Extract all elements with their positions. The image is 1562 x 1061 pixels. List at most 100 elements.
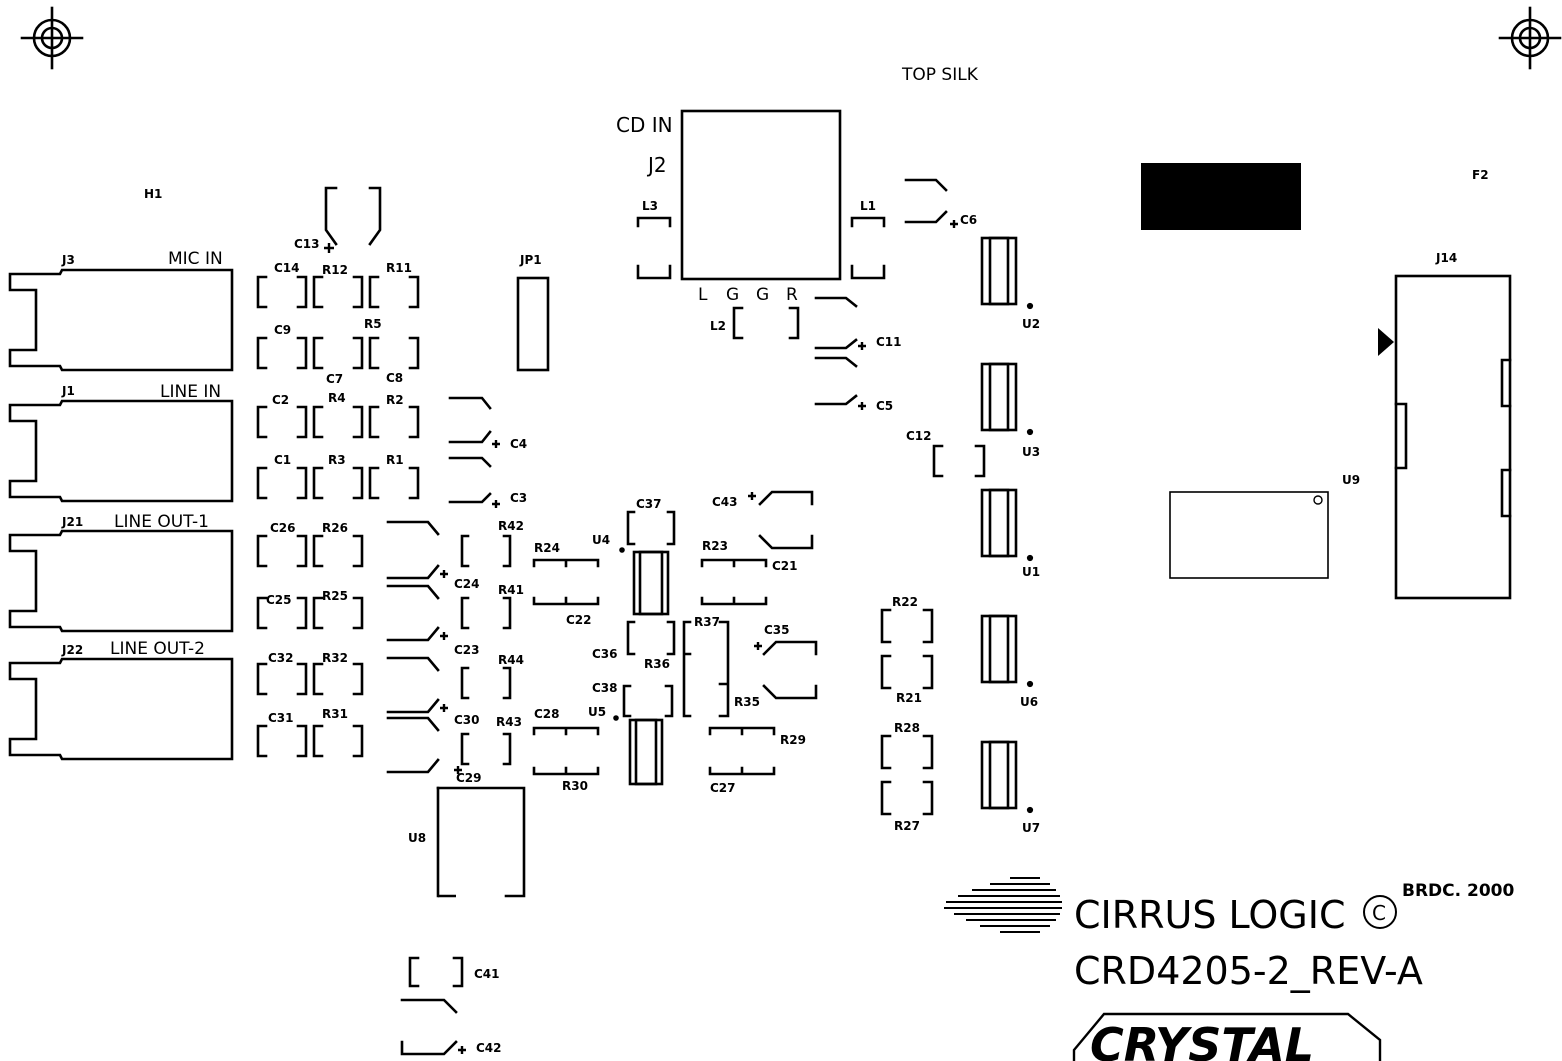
r29-ref: R29 bbox=[780, 733, 806, 747]
r23b-outline bbox=[700, 596, 768, 606]
r23-outline bbox=[700, 558, 768, 568]
c23-ref: C23 bbox=[454, 643, 480, 657]
c32-ref: C32 bbox=[268, 651, 294, 665]
c22-ref: C22 bbox=[566, 613, 592, 627]
c13-outline bbox=[324, 186, 382, 246]
l1-outline bbox=[850, 216, 886, 280]
r5-ref: R5 bbox=[364, 317, 382, 331]
r42-ref: R42 bbox=[498, 519, 524, 533]
mic-in-label: MIC IN bbox=[168, 249, 223, 269]
r21-outline bbox=[880, 654, 934, 690]
u9-ref: U9 bbox=[1342, 473, 1360, 487]
r37-outline bbox=[682, 620, 730, 718]
c5-ref: C5 bbox=[876, 399, 893, 413]
cirrus-logo-icon bbox=[944, 877, 1062, 933]
passive-grid-left bbox=[256, 275, 420, 758]
r26-ref: R26 bbox=[322, 521, 348, 535]
c38-ref: C38 bbox=[592, 681, 618, 695]
solid-silk-block bbox=[1141, 163, 1301, 230]
jp1-header bbox=[516, 276, 550, 372]
r22-outline bbox=[880, 608, 934, 644]
c24-outline bbox=[386, 520, 440, 580]
crystal-logo-icon: CRYSTAL bbox=[1072, 1012, 1382, 1061]
r24-ref: R24 bbox=[534, 541, 560, 555]
r41-outline bbox=[460, 596, 512, 630]
c35-ref: C35 bbox=[764, 623, 790, 637]
r3-ref: R3 bbox=[328, 453, 346, 467]
j22-ref: J22 bbox=[61, 643, 83, 657]
c24-ref: C24 bbox=[454, 577, 480, 591]
layer-label: TOP SILK bbox=[901, 65, 979, 85]
u7-ref: U7 bbox=[1022, 821, 1040, 835]
year-note: BRDC. 2000 bbox=[1402, 881, 1514, 901]
j3-ref: J3 bbox=[61, 253, 75, 267]
j2-ref: J2 bbox=[646, 153, 667, 177]
r23-ref: R23 bbox=[702, 539, 728, 553]
c28-ref: C28 bbox=[534, 707, 560, 721]
c30-ref: C30 bbox=[454, 713, 480, 727]
line-out-1-jack-outline bbox=[8, 529, 234, 633]
r36-ref: R36 bbox=[644, 657, 670, 671]
r22-ref: R22 bbox=[892, 595, 918, 609]
c6-outline bbox=[904, 178, 948, 224]
c42-outline bbox=[400, 998, 458, 1056]
r43-ref: R43 bbox=[496, 715, 522, 729]
r11-ref: R11 bbox=[386, 261, 412, 275]
c9-ref: C9 bbox=[274, 323, 291, 337]
c41-ref: C41 bbox=[474, 967, 500, 981]
registration-mark-icon bbox=[1498, 6, 1562, 70]
l3-ref: L3 bbox=[642, 199, 658, 213]
c3-outline bbox=[448, 456, 492, 504]
u4-ref: U4 bbox=[592, 533, 610, 547]
f2-ref: F2 bbox=[1472, 168, 1489, 182]
r12-ref: R12 bbox=[322, 263, 348, 277]
registration-mark-icon bbox=[20, 6, 84, 70]
r2-ref: R2 bbox=[386, 393, 404, 407]
line-in-jack-outline bbox=[8, 399, 234, 503]
c43-ref: C43 bbox=[712, 495, 738, 509]
c31-ref: C31 bbox=[268, 711, 294, 725]
c42-ref: C42 bbox=[476, 1041, 502, 1055]
j14-latches bbox=[1394, 358, 1512, 518]
r27-ref: R27 bbox=[894, 819, 920, 833]
u5-pin1-dot bbox=[613, 715, 619, 721]
r24-outline bbox=[532, 558, 600, 568]
r42-outline bbox=[460, 534, 512, 568]
r4-ref: R4 bbox=[328, 391, 346, 405]
u4-pin1-dot bbox=[619, 547, 625, 553]
c21-ref: C21 bbox=[772, 559, 798, 573]
c36-ref: C36 bbox=[592, 647, 618, 661]
c11-ref: C11 bbox=[876, 335, 902, 349]
u4-chip-inner bbox=[638, 550, 664, 616]
c36-outline bbox=[626, 620, 676, 656]
line-out-1-label: LINE OUT-1 bbox=[114, 512, 209, 532]
c41-outline bbox=[408, 956, 464, 988]
l1-ref: L1 bbox=[860, 199, 876, 213]
c26-ref: C26 bbox=[270, 521, 296, 535]
crystal-logo-text: CRYSTAL bbox=[1090, 1018, 1314, 1061]
copyright-symbol: C bbox=[1372, 901, 1386, 925]
l2-ref: L2 bbox=[710, 319, 726, 333]
board-id: CRD4205-2_REV-A bbox=[1074, 949, 1423, 993]
r30-ref: R30 bbox=[562, 779, 588, 793]
u1-ref: U1 bbox=[1022, 565, 1040, 579]
j14-ref: J14 bbox=[1435, 251, 1457, 265]
c22-outline bbox=[532, 596, 600, 606]
regulator-column bbox=[980, 236, 1034, 814]
u9-pin1-marker bbox=[1313, 495, 1323, 505]
polarity-marks bbox=[324, 220, 958, 1054]
r25-ref: R25 bbox=[322, 589, 348, 603]
c7-ref: C7 bbox=[326, 372, 343, 386]
u5-chip-inner bbox=[634, 718, 658, 786]
c25-ref: C25 bbox=[266, 593, 292, 607]
c38-outline bbox=[622, 684, 674, 718]
u3-ref: U3 bbox=[1022, 445, 1040, 459]
company-name: CIRRUS LOGIC bbox=[1074, 893, 1345, 937]
c27-ref: C27 bbox=[710, 781, 736, 795]
cd-in-label: CD IN bbox=[616, 113, 673, 137]
jp1-ref: JP1 bbox=[519, 253, 542, 267]
c35-outline bbox=[762, 640, 818, 700]
r35-ref: R35 bbox=[734, 695, 760, 709]
line-out-2-label: LINE OUT-2 bbox=[110, 639, 205, 659]
